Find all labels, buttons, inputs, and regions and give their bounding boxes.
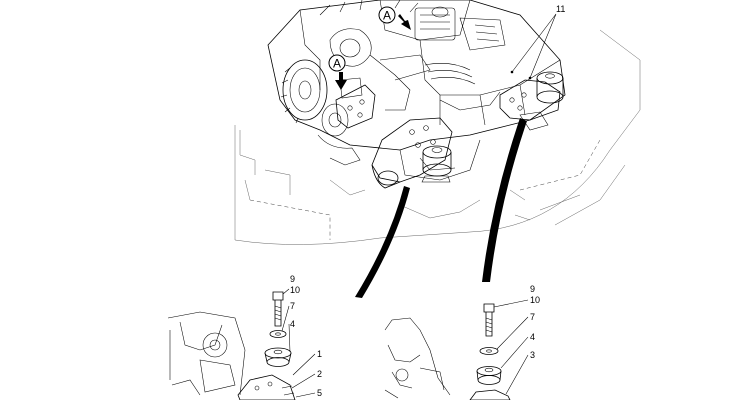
right-detail-view: 9 10 7 4 3	[384, 284, 540, 400]
left-label-1: 1	[317, 349, 322, 359]
right-label-3: 3	[530, 350, 535, 360]
bolt-head-left	[272, 291, 284, 301]
rubber-mount-right	[476, 366, 502, 385]
right-label-7: 7	[530, 312, 535, 322]
part-11-label: 11	[556, 4, 565, 14]
arrow-icon-lower	[335, 72, 347, 90]
washer-left	[269, 330, 287, 338]
left-label-5: 5	[317, 388, 322, 398]
left-label-10: 10	[290, 285, 300, 295]
bolt-shank-right	[485, 312, 493, 337]
right-label-10: 10	[530, 295, 540, 305]
rubber-mount-left	[264, 347, 292, 367]
view-a-circle-lower	[328, 54, 346, 72]
detail-connector-right	[482, 118, 527, 282]
left-label-4: 4	[290, 319, 295, 329]
part-11-leader	[511, 13, 557, 79]
bracket-left	[237, 374, 296, 400]
bolt-head-right	[483, 303, 495, 313]
view-a-circle-upper	[378, 6, 396, 24]
part-11-callout: 11	[510, 4, 565, 80]
washer-right	[479, 347, 499, 355]
left-label-2: 2	[317, 369, 322, 379]
bolt-shank-left	[274, 300, 282, 327]
view-a-callout-upper: A	[378, 6, 411, 30]
detail-connector-left	[355, 186, 410, 298]
engine-assembly	[234, 0, 641, 245]
left-detail-view: 9 10 7 4 1 2 5	[167, 274, 322, 400]
bracket-right	[469, 389, 511, 400]
right-label-4: 4	[530, 332, 535, 342]
view-a-callout-lower: A	[328, 54, 347, 90]
arrow-icon-upper	[398, 14, 411, 30]
view-a-letter-lower: A	[333, 57, 341, 71]
left-label-7: 7	[290, 301, 295, 311]
view-a-letter-upper: A	[383, 9, 391, 23]
left-label-9: 9	[290, 274, 295, 284]
right-label-9: 9	[530, 284, 535, 294]
